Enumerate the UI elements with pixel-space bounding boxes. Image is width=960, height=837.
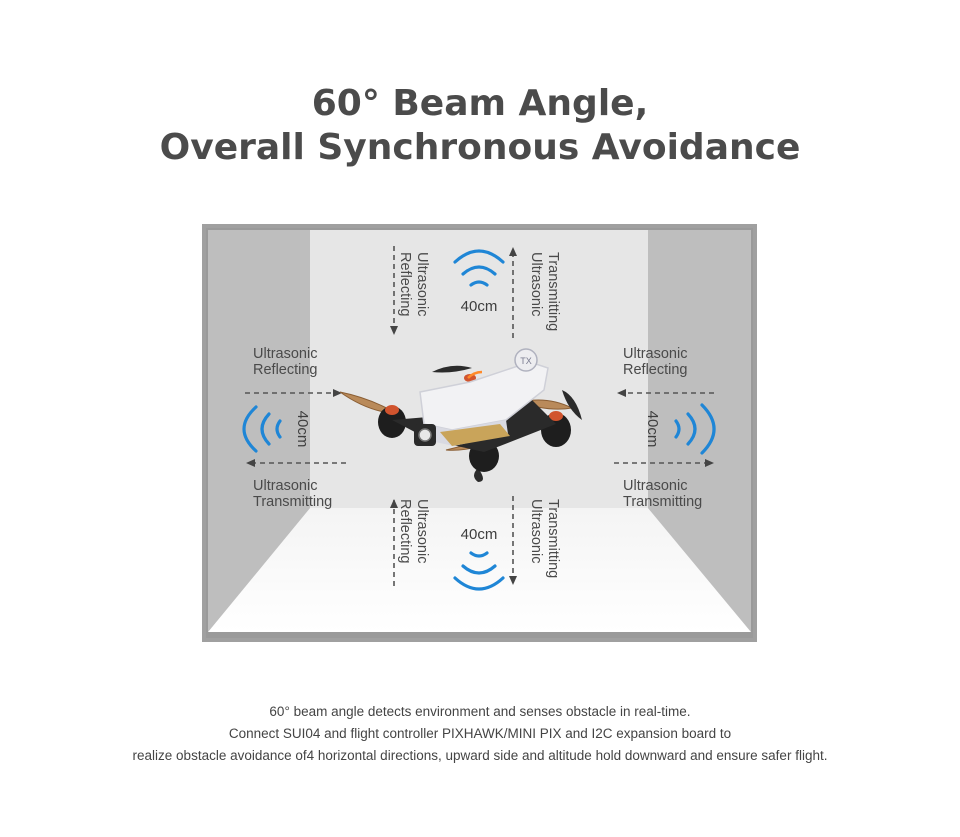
bottom-sensor-group: Reflecting Ultrasonic Ultrasonic Transmi… — [390, 496, 561, 591]
left-reflect-label-0: Ultrasonic — [253, 346, 317, 362]
motor-left-cap — [385, 405, 399, 415]
description-line-1: 60° beam angle detects environment and s… — [269, 704, 691, 719]
top-wave-inner — [469, 280, 489, 287]
bottom-wave-outer — [453, 576, 505, 591]
top-transmit-label-0: Ultrasonic — [528, 252, 544, 316]
drone-board — [440, 424, 510, 446]
bottom-transmit-label-0: Ultrasonic — [528, 499, 544, 563]
bottom-wave-inner — [469, 551, 489, 558]
description-line-3: realize obstacle avoidance of4 horizonta… — [132, 748, 828, 763]
title-line-1: 60° Beam Angle, — [311, 83, 649, 124]
propeller-right-top — [562, 390, 582, 420]
title-line-2: Overall Synchronous Avoidance — [159, 127, 801, 168]
status-led — [467, 370, 483, 379]
right-sensor-group: Ultrasonic Reflecting 40cm Ultrasonic Tr… — [614, 346, 716, 510]
right-distance: 40cm — [644, 411, 661, 448]
motor-right-cap — [549, 411, 563, 421]
description: 60° beam angle detects environment and s… — [0, 701, 960, 767]
bottom-wave-middle — [461, 564, 497, 575]
motor-left — [378, 406, 406, 438]
right-transmit-label-1: Transmitting — [623, 494, 702, 510]
propeller-bottom — [474, 468, 483, 482]
left-transmit-label-0: Ultrasonic — [253, 478, 317, 494]
propeller-top-left — [432, 365, 472, 373]
top-transmit-label-1: Transmitting — [545, 252, 561, 331]
top-wave-middle — [461, 265, 497, 276]
right-wave-inner — [674, 419, 681, 439]
top-wave-outer — [453, 249, 505, 264]
bottom-transmit-label-1: Transmitting — [545, 499, 561, 578]
left-wave-middle — [260, 412, 271, 446]
ultrasonic-sensor — [514, 348, 538, 372]
left-transmit-label-1: Transmitting — [253, 494, 332, 510]
motor-back-cap — [464, 374, 476, 382]
drone-illustration: TX — [339, 348, 582, 482]
right-wave-middle — [686, 412, 697, 446]
bottom-reflect-label-0: Ultrasonic — [414, 499, 430, 563]
right-wave-outer — [700, 403, 716, 455]
left-wave-inner — [275, 419, 282, 439]
page-title: 60° Beam Angle, Overall Synchronous Avoi… — [0, 82, 960, 170]
top-reflect-label-1: Reflecting — [397, 252, 413, 316]
left-distance: 40cm — [294, 411, 311, 448]
description-line-2: Connect SUI04 and flight controller PIXH… — [228, 726, 732, 741]
camera-lens — [418, 428, 432, 442]
bottom-distance: 40cm — [461, 526, 498, 543]
bottom-reflect-label-1: Reflecting — [397, 499, 413, 563]
top-sensor-group: Reflecting Ultrasonic Ultrasonic Transmi… — [390, 246, 561, 338]
right-reflect-label-1: Reflecting — [623, 362, 687, 378]
right-transmit-label-0: Ultrasonic — [623, 478, 687, 494]
sensor-badge: TX — [520, 356, 532, 366]
left-wave-outer — [242, 405, 258, 453]
left-reflect-label-1: Reflecting — [253, 362, 317, 378]
left-sensor-group: Ultrasonic Reflecting 40cm Ultrasonic Tr… — [242, 346, 346, 510]
room-box — [202, 224, 757, 642]
top-distance: 40cm — [461, 298, 498, 315]
right-reflect-label-0: Ultrasonic — [623, 346, 687, 362]
top-reflect-label-0: Ultrasonic — [414, 252, 430, 316]
